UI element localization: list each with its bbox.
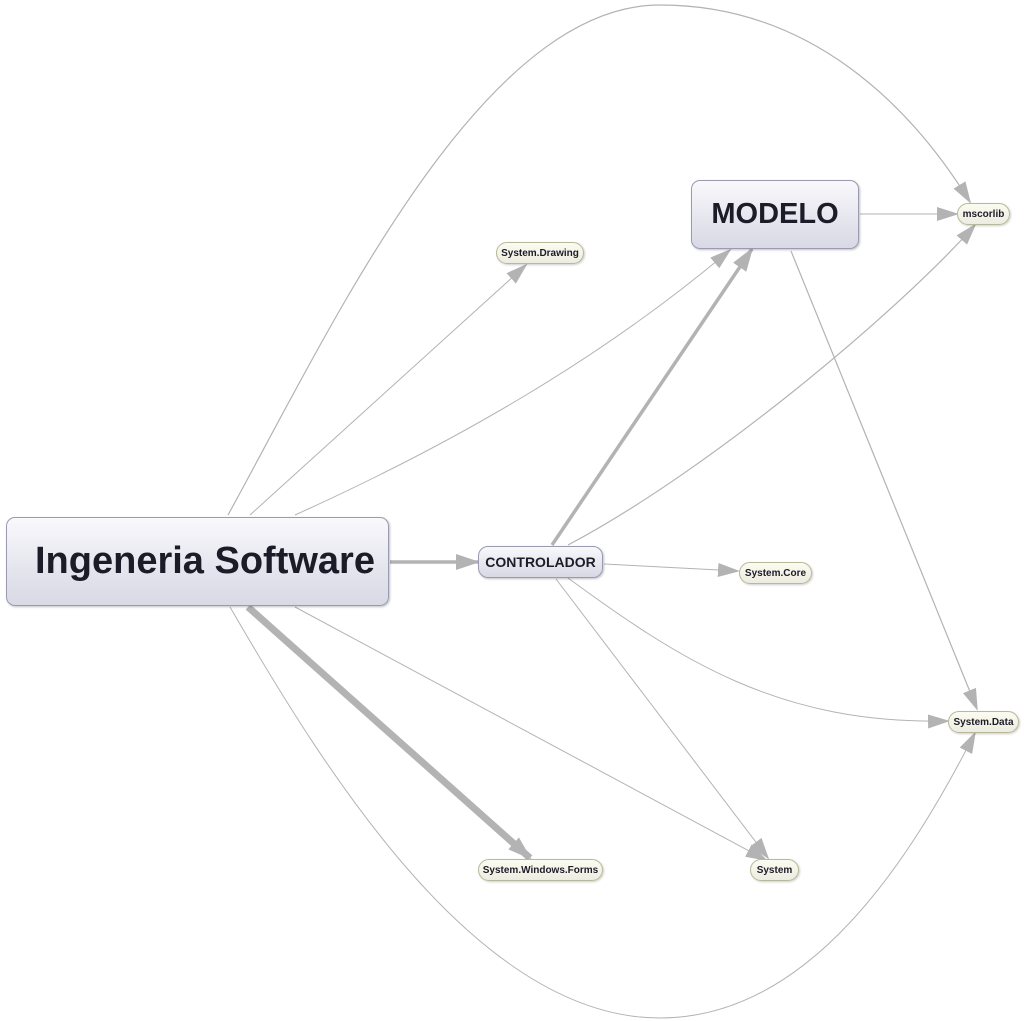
node-controlador[interactable]: CONTROLADOR xyxy=(478,546,603,578)
node-mscorlib-label: mscorlib xyxy=(962,208,1005,220)
node-mscorlib[interactable]: mscorlib xyxy=(957,203,1010,225)
edge-controlador-to-mscorlib xyxy=(567,223,977,546)
edge-modelo-to-system-data xyxy=(790,250,978,711)
node-modelo-label: MODELO xyxy=(711,198,839,230)
edge-ingeneria-to-mscorlib xyxy=(227,4,972,516)
node-system-label: System xyxy=(756,864,793,876)
node-system-windows-forms[interactable]: System.Windows.Forms xyxy=(478,859,603,881)
edge-controlador-to-system xyxy=(555,578,770,860)
node-controlador-label: CONTROLADOR xyxy=(485,554,596,570)
node-system-drawing[interactable]: System.Drawing xyxy=(496,242,584,264)
node-system[interactable]: System xyxy=(750,859,799,881)
edge-ingeneria-to-system-windows-forms xyxy=(245,604,533,861)
edge-ingeneria-to-modelo xyxy=(294,248,732,516)
edge-ingeneria-to-system-data xyxy=(229,606,976,1019)
node-ingeneria-software-label: Ingeneria Software xyxy=(35,540,375,582)
node-ingeneria-software[interactable]: Ingeneria Software xyxy=(6,517,389,606)
node-system-data-label: System.Data xyxy=(953,716,1014,728)
node-system-data[interactable]: System.Data xyxy=(948,711,1019,733)
node-modelo[interactable]: MODELO xyxy=(691,180,859,249)
edge-controlador-to-modelo xyxy=(550,247,754,546)
edge-controlador-to-system-core xyxy=(603,562,740,577)
node-system-core[interactable]: System.Core xyxy=(739,562,812,584)
node-system-core-label: System.Core xyxy=(744,567,807,579)
node-system-windows-forms-label: System.Windows.Forms xyxy=(482,864,599,876)
node-system-drawing-label: System.Drawing xyxy=(501,247,579,259)
edge-ingeneria-to-system-drawing xyxy=(249,263,528,516)
edge-controlador-to-system-data xyxy=(567,577,950,729)
edge-ingeneria-to-system xyxy=(294,606,768,861)
